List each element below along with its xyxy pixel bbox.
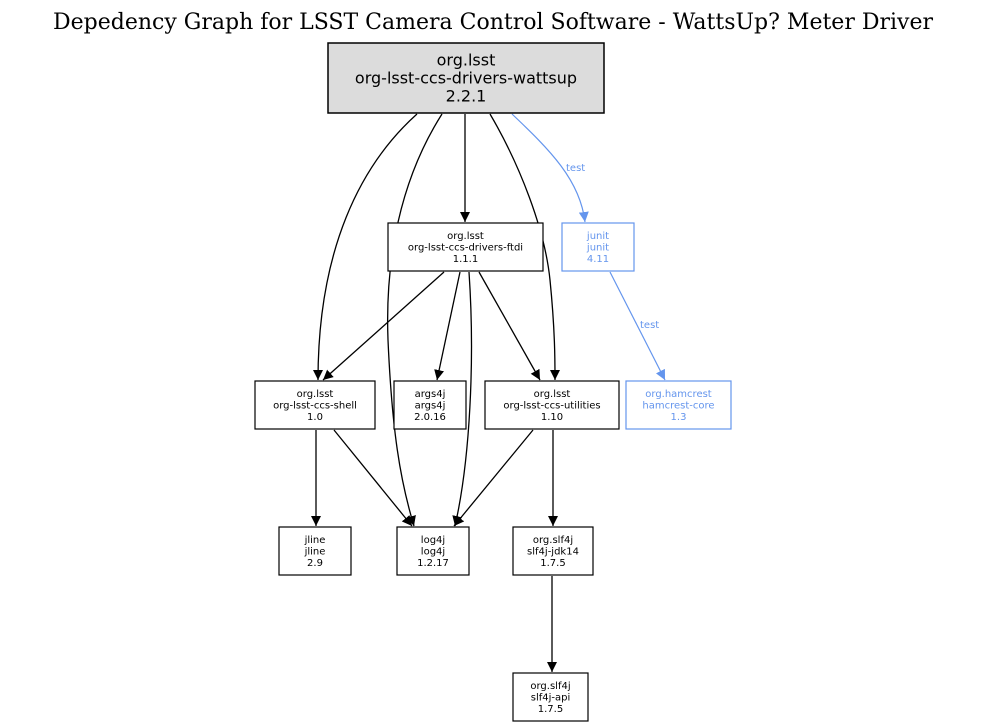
node-artifact-id: org-lsst-ccs-drivers-wattsup — [355, 69, 577, 88]
edge-utilities-to-log4j — [453, 429, 534, 527]
node-group-id: org.hamcrest — [645, 389, 712, 400]
node-artifact-id: org-lsst-ccs-drivers-ftdi — [408, 243, 523, 254]
node-artifact-id: org-lsst-ccs-shell — [273, 401, 357, 412]
node-box — [512, 526, 594, 576]
node-box — [278, 526, 352, 576]
edge-label: test — [640, 320, 659, 331]
node-box — [484, 380, 620, 430]
edges-layer: test test — [311, 113, 666, 672]
node-artifact-id: junit — [586, 243, 609, 254]
node-version: 2.0.16 — [414, 412, 446, 423]
node-version: 1.0 — [307, 412, 323, 423]
node-version: 1.1.1 — [453, 254, 478, 265]
node-group-id: org.slf4j — [533, 535, 573, 546]
node-version: 1.10 — [541, 412, 563, 423]
node-artifact-id: org-lsst-ccs-utilities — [503, 401, 600, 412]
node-group-id: args4j — [415, 389, 446, 400]
node-artifact-id: hamcrest-core — [642, 401, 714, 412]
node-box — [387, 222, 544, 272]
edge-ftdi-to-args4j — [434, 271, 461, 381]
node-box — [625, 380, 732, 430]
node-group-id: org.lsst — [534, 389, 571, 400]
edge-wattsup-to-junit — [511, 113, 589, 223]
node-box — [561, 222, 635, 272]
edge-wattsup-to-shell — [313, 113, 418, 381]
node-wattsup: org.lsstorg-lsst-ccs-drivers-wattsup2.2.… — [327, 42, 605, 114]
node-artifact-id: args4j — [415, 401, 446, 412]
node-box — [512, 672, 589, 722]
node-box — [393, 380, 467, 430]
node-version: 4.11 — [587, 254, 609, 265]
node-group-id: jline — [304, 535, 326, 546]
node-group-id: org.lsst — [297, 389, 334, 400]
node-artifact-id: slf4j-jdk14 — [527, 547, 579, 558]
node-version: 2.9 — [307, 558, 323, 569]
nodes-layer: org.lsstorg-lsst-ccs-drivers-wattsup2.2.… — [254, 42, 732, 722]
node-box — [396, 526, 470, 576]
node-group-id: log4j — [421, 535, 445, 546]
edge-ftdi-to-log4j — [452, 271, 473, 527]
node-box — [327, 42, 605, 114]
node-group-id: org.slf4j — [530, 681, 570, 692]
edge-ftdi-to-shell — [322, 271, 445, 381]
node-artifact-id: slf4j-api — [531, 693, 571, 704]
node-version: 1.2.17 — [417, 558, 449, 569]
node-version: 1.3 — [671, 412, 687, 423]
edge-wattsup-to-log4j — [387, 113, 443, 527]
node-group-id: junit — [586, 231, 609, 242]
node-group-id: org.lsst — [437, 51, 496, 70]
node-version: 1.7.5 — [540, 558, 565, 569]
graph-title: Depedency Graph for LSST Camera Control … — [53, 10, 933, 35]
node-artifact-id: log4j — [421, 547, 445, 558]
edge-wattsup-to-utilities — [489, 113, 560, 381]
node-group-id: org.lsst — [447, 231, 484, 242]
edge-shell-to-log4j — [333, 429, 413, 527]
node-box — [254, 380, 376, 430]
edge-label: test — [566, 163, 585, 174]
edge-junit-to-hamcrest — [609, 271, 666, 381]
node-version: 1.7.5 — [538, 704, 563, 715]
node-artifact-id: jline — [304, 547, 326, 558]
edge-ftdi-to-utilities — [478, 271, 541, 381]
node-version: 2.2.1 — [446, 87, 487, 106]
